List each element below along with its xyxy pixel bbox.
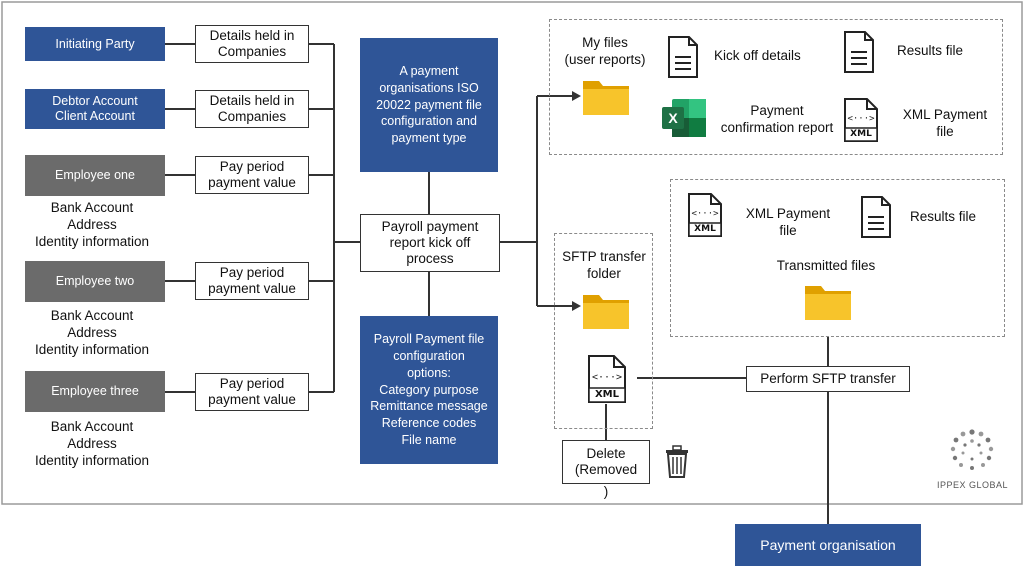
- employee-one-identity: Identity information: [34, 233, 150, 249]
- pay-period-box-3: Pay period payment value: [195, 373, 309, 411]
- employee-one-box: Employee one: [25, 155, 165, 196]
- pay-period-box-1: Pay period payment value: [195, 156, 309, 194]
- sftp-folder-container: [554, 233, 653, 429]
- my-files-container: [549, 19, 1003, 155]
- transmitted-files-container: [670, 179, 1005, 337]
- initiating-party-label: Initiating Party: [55, 36, 135, 51]
- transmitted-files-label: Transmitted files: [776, 258, 876, 273]
- delete-box: Delete (Removed: [562, 440, 650, 484]
- iso-config-label: A payment organisations ISO 20022 paymen…: [376, 63, 482, 146]
- pay-period-box-2: Pay period payment value: [195, 262, 309, 300]
- initiating-party-box: Initiating Party: [25, 27, 165, 61]
- employee-three-box: Employee three: [25, 371, 165, 412]
- svg-text:<···>: <···>: [592, 372, 622, 383]
- employee-one-address: Address: [67, 216, 117, 232]
- employee-two-label: Employee two: [55, 274, 135, 288]
- kickoff-box: Payroll payment report kick off process: [360, 214, 500, 272]
- employee-two-details: Bank Account Address Identity informatio…: [7, 308, 177, 359]
- kickoff-details-label: Kick off details: [714, 48, 801, 63]
- employee-three-bank: Bank Account: [50, 419, 134, 434]
- perform-sftp-box: Perform SFTP transfer: [746, 366, 910, 392]
- pay-period-label-2: Pay period payment value: [208, 264, 296, 296]
- results-file-label: Results file: [897, 43, 964, 58]
- details-held-label-2: Details held in Companies: [209, 92, 295, 124]
- payment-confirmation-label: Payment confirmation report: [720, 103, 834, 135]
- employee-three-address: Address: [67, 435, 117, 451]
- payment-organisation-box: Payment organisation: [735, 524, 921, 566]
- transmitted-xml-label: XML Payment file: [745, 206, 831, 238]
- debtor-account-box: Debtor Account Client Account: [25, 89, 165, 129]
- employee-one-label: Employee one: [55, 168, 135, 182]
- transmitted-results-label: Results file: [910, 209, 977, 224]
- pay-period-label-1: Pay period payment value: [208, 158, 296, 190]
- payment-organisation-label: Payment organisation: [760, 536, 896, 553]
- iso-config-box: A payment organisations ISO 20022 paymen…: [360, 38, 498, 172]
- employee-three-details: Bank Account Address Identity informatio…: [7, 419, 177, 470]
- svg-text:<···>: <···>: [847, 114, 875, 124]
- options-config-box: Payroll Payment file configuration optio…: [360, 316, 498, 464]
- delete-label-tail: ): [603, 484, 609, 499]
- employee-two-box: Employee two: [25, 261, 165, 302]
- pay-period-label-3: Pay period payment value: [208, 375, 296, 407]
- my-files-label: My files (user reports): [564, 35, 646, 67]
- details-held-box-1: Details held in Companies: [195, 25, 309, 63]
- debtor-account-label: Debtor Account Client Account: [52, 94, 138, 123]
- ippex-logo-text: IPPEX GLOBAL: [937, 480, 1009, 490]
- employee-three-identity: Identity information: [34, 452, 150, 468]
- perform-sftp-label: Perform SFTP transfer: [760, 370, 896, 386]
- sftp-folder-label: SFTP transfer folder: [562, 249, 646, 281]
- svg-text:X: X: [668, 110, 678, 126]
- my-files-folder-icon: [583, 81, 629, 115]
- excel-icon: X: [662, 99, 706, 137]
- employee-one-bank: Bank Account: [50, 200, 134, 215]
- employee-two-identity: Identity information: [34, 341, 150, 357]
- kickoff-label: Payroll payment report kick off process: [381, 218, 479, 267]
- transmitted-results-icon: [861, 196, 891, 238]
- employee-two-bank: Bank Account: [50, 308, 134, 323]
- svg-text:<···>: <···>: [691, 209, 719, 219]
- ippex-logo-icon: [950, 429, 994, 470]
- details-held-box-2: Details held in Companies: [195, 90, 309, 128]
- details-held-label-1: Details held in Companies: [209, 27, 295, 59]
- employee-one-details: Bank Account Address Identity informatio…: [7, 200, 177, 251]
- transmitted-folder-icon: [805, 286, 851, 320]
- sftp-folder-icon: [583, 295, 629, 329]
- results-document-icon: [844, 31, 874, 73]
- sftp-xml-icon-label: XML: [594, 389, 620, 400]
- delete-label: Delete (Removed: [574, 445, 638, 477]
- sftp-xml-icon: <···>: [588, 355, 626, 403]
- employee-three-label: Employee three: [51, 384, 139, 398]
- my-files-xml-icon: <···>: [844, 98, 878, 142]
- trash-icon: [666, 445, 688, 478]
- my-files-xml-label: XML Payment file: [902, 107, 988, 139]
- options-config-label: Payroll Payment file configuration optio…: [370, 331, 488, 448]
- my-files-xml-icon-label: XML: [850, 129, 872, 139]
- employee-two-address: Address: [67, 324, 117, 340]
- kickoff-document-icon: [668, 36, 698, 78]
- transmitted-xml-icon-label: XML: [694, 224, 716, 234]
- transmitted-xml-icon: <···>: [688, 193, 722, 237]
